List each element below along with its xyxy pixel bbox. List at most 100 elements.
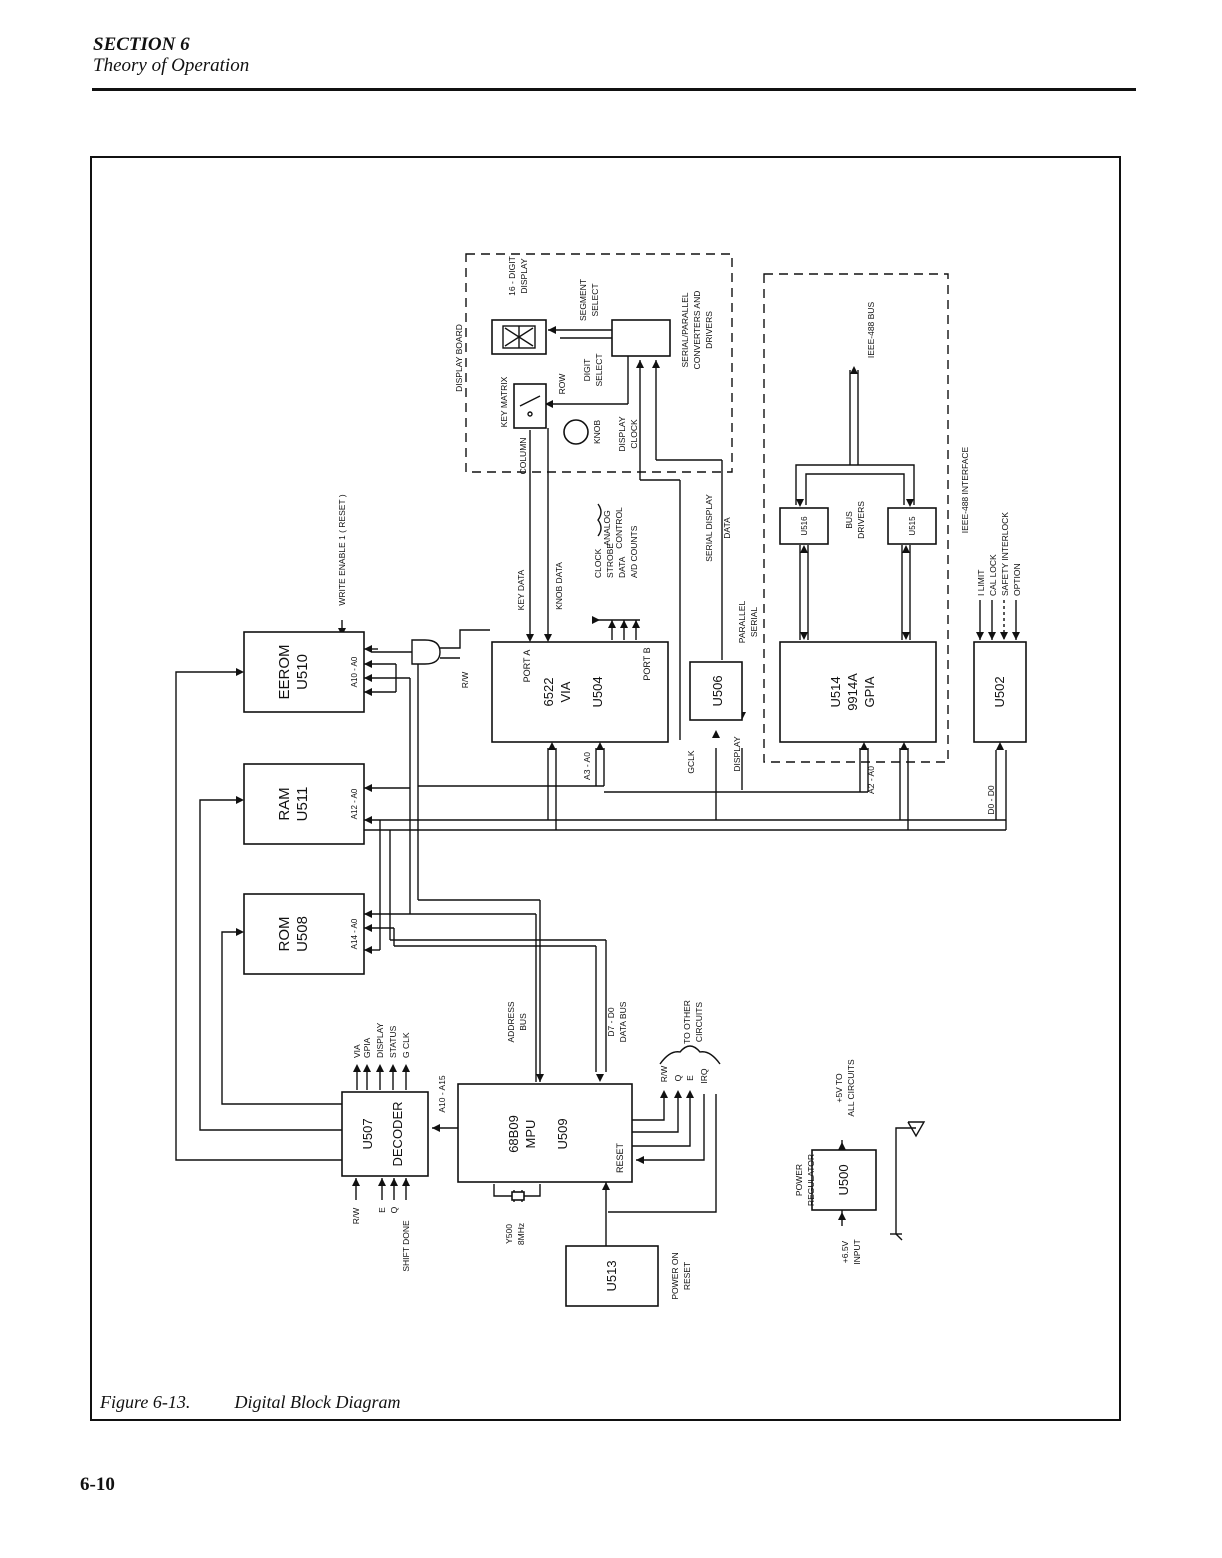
svg-text:R/W: R/W bbox=[351, 1208, 361, 1225]
signal-labels: DISPLAY BOARD KEY MATRIX 16 - DIGIT DISP… bbox=[337, 256, 1022, 1299]
svg-text:IRQ: IRQ bbox=[699, 1068, 709, 1084]
svg-text:DECODER: DECODER bbox=[390, 1101, 405, 1166]
svg-text:U513: U513 bbox=[604, 1260, 619, 1291]
svg-text:RAM: RAM bbox=[276, 787, 293, 820]
svg-text:CONTROL: CONTROL bbox=[614, 507, 624, 549]
svg-text:E: E bbox=[685, 1075, 695, 1081]
ieee-interface-region bbox=[763, 273, 949, 763]
svg-text:A2 - A0: A2 - A0 bbox=[866, 766, 876, 794]
figure-number: Figure 6-13. bbox=[100, 1392, 191, 1412]
svg-text:DRIVERS: DRIVERS bbox=[856, 501, 866, 539]
svg-text:U500: U500 bbox=[836, 1164, 851, 1195]
svg-text:D7 - D0: D7 - D0 bbox=[606, 1007, 616, 1037]
svg-text:DIGIT: DIGIT bbox=[582, 359, 592, 382]
svg-text:G CLK: G CLK bbox=[401, 1032, 411, 1058]
svg-text:SERIAL/PARALLEL: SERIAL/PARALLEL bbox=[680, 292, 690, 367]
svg-text:+5V TO: +5V TO bbox=[834, 1073, 844, 1103]
svg-text:CAL LOCK: CAL LOCK bbox=[988, 554, 998, 596]
svg-text:DISPLAY: DISPLAY bbox=[519, 258, 529, 294]
svg-text:IEEE-488 BUS: IEEE-488 BUS bbox=[866, 302, 876, 359]
svg-text:COLUMN: COLUMN bbox=[518, 438, 528, 475]
svg-text:CIRCUITS: CIRCUITS bbox=[694, 1002, 704, 1042]
crystal-icon bbox=[511, 1191, 525, 1201]
svg-text:Q: Q bbox=[389, 1206, 399, 1213]
serial-parallel-converter-block bbox=[611, 319, 671, 357]
svg-text:RESET: RESET bbox=[682, 1262, 692, 1290]
svg-text:KNOB: KNOB bbox=[592, 420, 602, 444]
svg-text:KNOB DATA: KNOB DATA bbox=[554, 562, 564, 610]
svg-text:DISPLAY: DISPLAY bbox=[375, 1022, 385, 1058]
u513-block: U513 bbox=[565, 1245, 659, 1307]
svg-text:Q: Q bbox=[673, 1074, 683, 1081]
svg-text:EEROM: EEROM bbox=[276, 644, 293, 699]
svg-text:R/W: R/W bbox=[659, 1066, 669, 1083]
svg-text:A10 - A15: A10 - A15 bbox=[437, 1075, 447, 1113]
digit-display-icon bbox=[491, 319, 547, 355]
svg-text:PORT A: PORT A bbox=[522, 650, 532, 683]
svg-text:GPIA: GPIA bbox=[362, 1037, 372, 1058]
svg-text:6522: 6522 bbox=[541, 678, 556, 707]
svg-text:U515: U515 bbox=[908, 516, 917, 536]
svg-text:SHIFT DONE: SHIFT DONE bbox=[401, 1220, 411, 1272]
rom-block: ROM U508 A14 - A0 bbox=[243, 893, 365, 975]
svg-text:WRITE ENABLE 1 ( RESET ): WRITE ENABLE 1 ( RESET ) bbox=[337, 494, 347, 605]
page-header: SECTION 6 Theory of Operation bbox=[93, 34, 249, 76]
gpia-block: U514 9914A GPIA bbox=[779, 641, 937, 743]
svg-text:OPTION: OPTION bbox=[1012, 563, 1022, 596]
svg-text:ROM: ROM bbox=[276, 917, 293, 952]
svg-text:U506: U506 bbox=[710, 675, 725, 706]
svg-text:DISPLAY: DISPLAY bbox=[732, 736, 742, 772]
svg-text:CONVERTERS AND: CONVERTERS AND bbox=[692, 291, 702, 370]
u500-block: U500 bbox=[811, 1149, 877, 1211]
decoder-block: U507 DECODER bbox=[341, 1091, 429, 1177]
svg-text:RESET: RESET bbox=[615, 1142, 625, 1173]
svg-text:STATUS: STATUS bbox=[388, 1025, 398, 1058]
svg-text:U510: U510 bbox=[294, 654, 311, 690]
svg-text:BUS: BUS bbox=[518, 1013, 528, 1031]
svg-text:A10 - A0: A10 - A0 bbox=[350, 656, 359, 687]
figure-frame bbox=[90, 156, 1121, 1421]
svg-text:DRIVERS: DRIVERS bbox=[704, 311, 714, 349]
svg-text:ALL CIRCUITS: ALL CIRCUITS bbox=[846, 1059, 856, 1117]
svg-text:E: E bbox=[377, 1207, 387, 1213]
via-block: PORT A 6522 VIA U504 PORT B bbox=[491, 641, 669, 743]
svg-text:VIA: VIA bbox=[352, 1044, 362, 1058]
svg-text:SERIAL: SERIAL bbox=[749, 607, 759, 638]
brace-marks bbox=[597, 503, 721, 1065]
svg-text:CLOCK: CLOCK bbox=[593, 548, 603, 578]
svg-text:CLOCK: CLOCK bbox=[629, 419, 639, 449]
svg-text:U507: U507 bbox=[360, 1118, 375, 1149]
u502-block: U502 bbox=[973, 641, 1027, 743]
svg-text:REGULATOR: REGULATOR bbox=[806, 1154, 816, 1206]
svg-text:U508: U508 bbox=[294, 916, 311, 952]
svg-text:A/D COUNTS: A/D COUNTS bbox=[629, 525, 639, 578]
u516-block: U516 bbox=[779, 507, 829, 545]
section-subtitle: Theory of Operation bbox=[93, 55, 250, 76]
svg-text:ROW: ROW bbox=[557, 374, 567, 395]
svg-text:68B09: 68B09 bbox=[506, 1115, 521, 1153]
u506-block: U506 bbox=[689, 661, 743, 721]
u515-block: U515 bbox=[887, 507, 937, 545]
svg-text:INPUT: INPUT bbox=[852, 1239, 862, 1265]
svg-text:9914A: 9914A bbox=[845, 673, 860, 711]
svg-text:TO OTHER: TO OTHER bbox=[682, 1000, 692, 1044]
svg-text:16 - DIGIT: 16 - DIGIT bbox=[507, 256, 517, 296]
svg-text:U502: U502 bbox=[992, 676, 1007, 707]
header-rule bbox=[92, 88, 1136, 91]
svg-text:KEY DATA: KEY DATA bbox=[516, 569, 526, 610]
svg-text:BUS: BUS bbox=[844, 511, 854, 529]
svg-text:D0 - D0: D0 - D0 bbox=[986, 785, 996, 815]
svg-text:ADDRESS: ADDRESS bbox=[506, 1001, 516, 1042]
svg-text:R/W: R/W bbox=[460, 672, 470, 689]
svg-text:Y500: Y500 bbox=[504, 1224, 514, 1244]
svg-text:KEY MATRIX: KEY MATRIX bbox=[499, 376, 509, 427]
svg-text:U511: U511 bbox=[294, 787, 311, 822]
svg-text:SELECT: SELECT bbox=[590, 283, 600, 316]
svg-text:I LIMIT: I LIMIT bbox=[976, 570, 986, 596]
svg-text:IEEE-488 INTERFACE: IEEE-488 INTERFACE bbox=[960, 446, 970, 533]
svg-text:U514: U514 bbox=[828, 676, 843, 707]
svg-text:8MHz: 8MHz bbox=[516, 1223, 526, 1245]
svg-text:SAFETY INTERLOCK: SAFETY INTERLOCK bbox=[1000, 512, 1010, 596]
svg-text:U516: U516 bbox=[800, 516, 809, 536]
